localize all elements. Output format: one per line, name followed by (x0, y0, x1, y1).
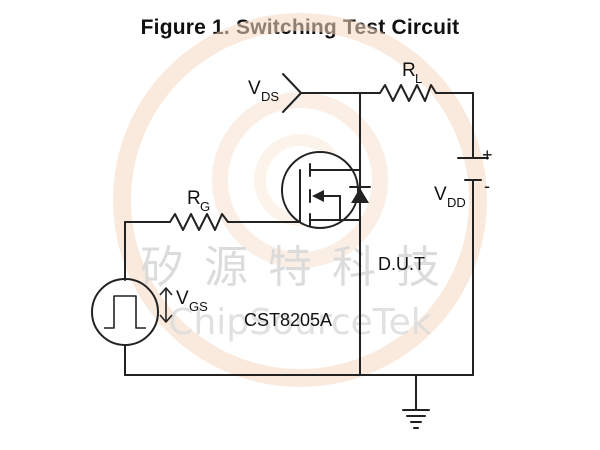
part-number-label: CST8205A (244, 310, 332, 330)
svg-text:DS: DS (261, 89, 279, 104)
vgs-label: V GS (176, 288, 208, 314)
vds-probe-arrow (282, 73, 302, 113)
mosfet-symbol (281, 151, 371, 229)
svg-text:R: R (402, 60, 416, 81)
svg-text:DD: DD (447, 195, 466, 210)
battery-vdd (457, 157, 489, 181)
svg-text:V: V (434, 184, 447, 205)
wires (124, 92, 474, 411)
svg-text:L: L (415, 71, 422, 86)
dut-label: D.U.T (378, 254, 425, 274)
resistor-rg (169, 213, 229, 231)
watermark-chinese-text: 矽源特科技 (140, 242, 460, 293)
battery-minus-sign: - (484, 176, 490, 196)
resistor-rl (379, 84, 437, 102)
vds-label: V DS (248, 78, 279, 104)
svg-text:V: V (176, 288, 189, 309)
vgs-arrow-icon (159, 287, 173, 323)
ground-icon (402, 409, 430, 429)
svg-text:G: G (200, 199, 210, 214)
svg-text:R: R (187, 188, 201, 209)
pulse-generator (91, 278, 159, 346)
svg-text:V: V (248, 78, 261, 99)
rg-label: R G (187, 188, 210, 214)
rl-label: R L (402, 60, 422, 86)
svg-text:GS: GS (189, 299, 208, 314)
battery-plus-sign: + (482, 145, 493, 165)
vdd-label: V DD (434, 184, 466, 210)
watermark-english-text: ChipSourceTek (168, 302, 431, 343)
